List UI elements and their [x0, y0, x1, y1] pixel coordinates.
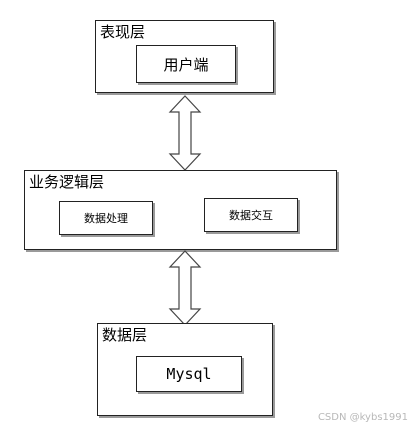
presentation-layer-title: 表现层 [100, 23, 146, 41]
data-interaction-label: 数据交互 [229, 209, 273, 222]
mysql-label: Mysql [166, 365, 212, 383]
data-processing-label: 数据处理 [84, 212, 128, 225]
business-logic-layer-title: 业务逻辑层 [29, 173, 105, 191]
bidirectional-arrow-top [168, 95, 202, 171]
client-box: 用户端 [136, 45, 236, 83]
watermark: CSDN @kybs1991 [317, 412, 408, 423]
data-layer-title: 数据层 [102, 326, 148, 344]
presentation-layer: 表现层 用户端 [95, 20, 274, 93]
data-interaction-box: 数据交互 [204, 198, 298, 232]
mysql-box: Mysql [136, 356, 242, 392]
client-label: 用户端 [163, 55, 209, 74]
business-logic-layer: 业务逻辑层 数据处理 数据交互 [24, 170, 337, 250]
bidirectional-arrow-bottom [168, 250, 202, 326]
data-layer: 数据层 Mysql [97, 323, 273, 416]
data-processing-box: 数据处理 [59, 201, 153, 235]
